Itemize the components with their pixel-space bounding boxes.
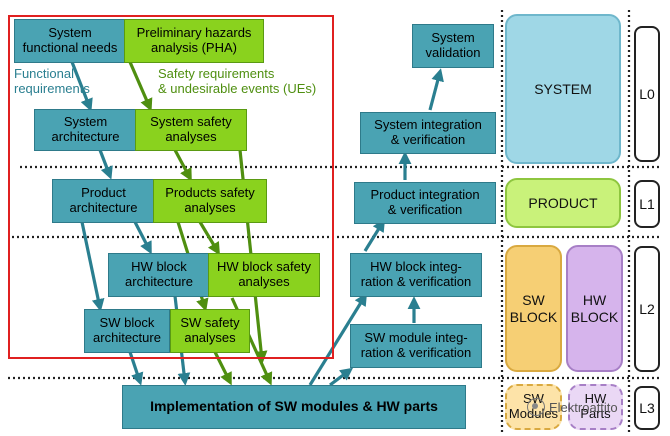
design-phase-frame xyxy=(8,15,334,359)
arrow-impl-to-swint xyxy=(329,367,354,387)
box-sw-module-integration: SW module integ- ration & verification xyxy=(350,324,482,368)
box-implementation: Implementation of SW modules & HW parts xyxy=(122,385,466,429)
box-hw-block-integration: HW block integ- ration & verification xyxy=(350,253,482,297)
box-hw-block-safety-analyses: HW block safety analyses xyxy=(208,253,320,297)
box-products-safety-analyses: Products safety analyses xyxy=(153,179,267,223)
level-l2: L2 xyxy=(634,246,660,372)
box-sw-block-architecture: SW block architecture xyxy=(84,309,170,353)
box-product-integration: Product integration & verification xyxy=(354,182,496,224)
arrow-prodarch-to-swarch xyxy=(80,221,105,312)
box-hw-block-architecture: HW block architecture xyxy=(108,253,210,297)
arrow-sysint-to-sysval xyxy=(428,68,444,111)
side-sw-modules: SW Modules xyxy=(505,384,562,430)
side-hw-parts: HW Parts xyxy=(568,384,623,430)
arrow-prodsafety-to-hwsafety xyxy=(198,221,220,256)
level-l1: L1 xyxy=(634,180,660,228)
arrow-sysarch-to-prodarch xyxy=(98,149,113,180)
arrow-impl-to-hwint xyxy=(308,292,368,386)
side-hw-block: HW BLOCK xyxy=(566,245,623,372)
side-product: PRODUCT xyxy=(505,178,621,228)
box-system-validation: System validation xyxy=(412,24,494,68)
level-l3: L3 xyxy=(634,386,660,430)
box-sw-safety-analyses: SW safety analyses xyxy=(170,309,250,353)
arrow-needs-to-sysarch xyxy=(70,61,93,112)
watermark: Elektroattito xyxy=(527,398,618,416)
side-sw-block: SW BLOCK xyxy=(505,245,562,372)
arrow-hwint-to-prodint xyxy=(363,218,386,252)
watermark-text: Elektroattito xyxy=(549,399,618,415)
box-system-safety-analyses: System safety analyses xyxy=(135,109,247,151)
arrow-syssafety-to-prodsafety xyxy=(173,149,192,182)
level-l0: L0 xyxy=(634,26,660,162)
box-system-architecture: System architecture xyxy=(34,109,137,151)
watermark-logo-icon xyxy=(527,398,545,416)
box-system-functional-needs: System functional needs xyxy=(14,19,126,63)
box-pha: Preliminary hazards analysis (PHA) xyxy=(124,19,264,63)
arrow-pha-to-syssafety xyxy=(128,61,153,112)
box-system-integration: System integration & verification xyxy=(360,112,496,154)
box-product-architecture: Product architecture xyxy=(52,179,155,223)
label-safety-requirements: Safety requirements & undesirable events… xyxy=(158,66,317,96)
label-functional-requirements: Functional requirements xyxy=(14,66,90,96)
side-system: SYSTEM xyxy=(505,14,621,164)
arrow-prodarch-to-hwarch xyxy=(133,221,152,255)
